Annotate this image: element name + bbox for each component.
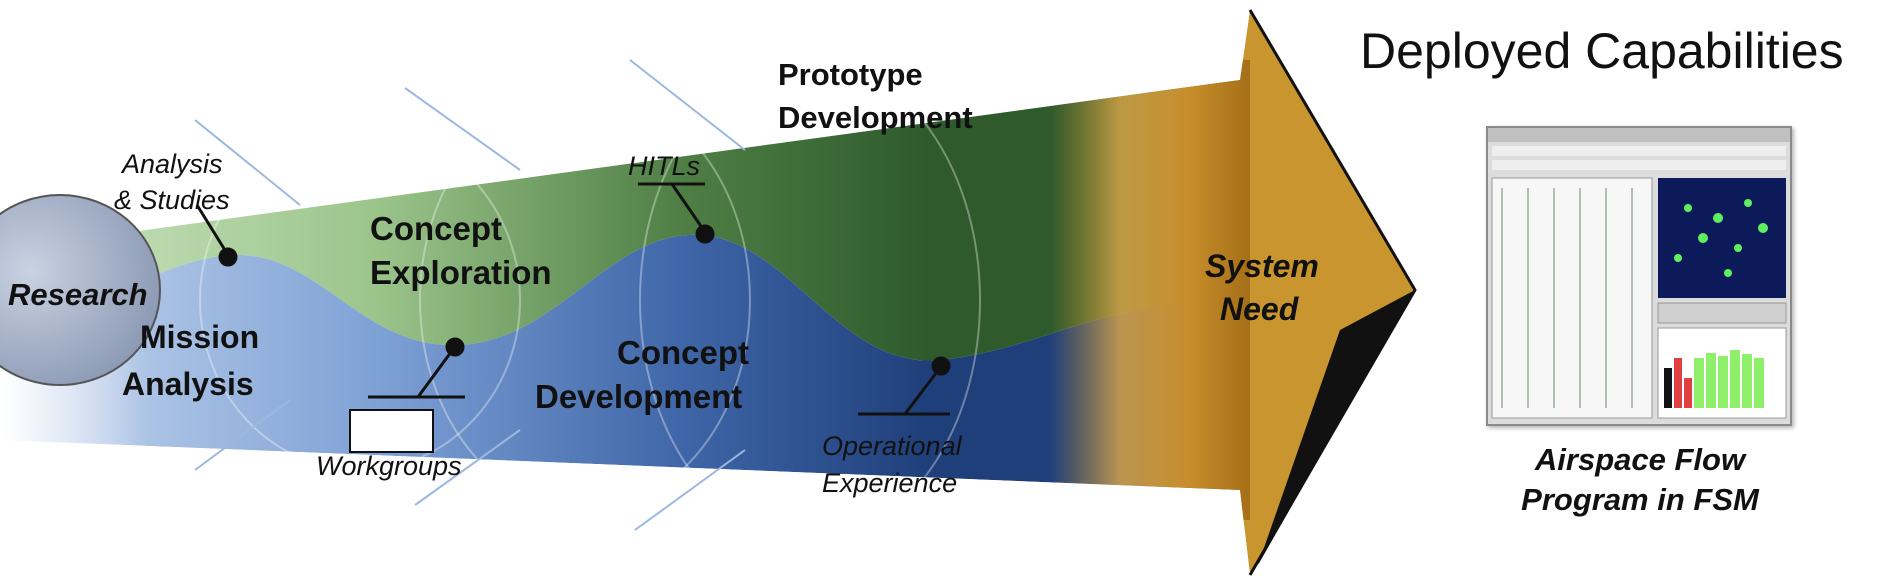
label-exploration-l1: Concept xyxy=(370,210,502,247)
label-exploration-l2: Exploration xyxy=(370,254,552,291)
label-operational-l2: Experience xyxy=(822,468,957,498)
divider-lines xyxy=(194,59,746,531)
research-oval xyxy=(0,194,161,386)
afp-caption: Airspace Flow Program in FSM xyxy=(1480,440,1800,520)
arrow-head-shadow xyxy=(1258,290,1415,565)
label-system-need-l2: Need xyxy=(1220,291,1300,327)
afp-caption-line1: Airspace Flow xyxy=(1534,442,1746,477)
phase-ellipses xyxy=(199,59,981,541)
deployed-capabilities-title: Deployed Capabilities xyxy=(1360,23,1844,79)
pin-workgroups xyxy=(445,337,465,357)
label-workgroups: Workgroups xyxy=(316,451,462,481)
label-development-l2: Development xyxy=(535,378,742,415)
label-prototype-l2: Development xyxy=(778,100,973,135)
pin-operational xyxy=(931,356,951,376)
arrow-body xyxy=(0,10,1415,575)
label-operational-l1: Operational xyxy=(822,431,963,461)
afp-caption-line2: Program in FSM xyxy=(1521,482,1759,517)
label-research: Research xyxy=(8,277,148,312)
label-mission: Mission xyxy=(140,319,259,355)
pin-hitls xyxy=(695,224,715,244)
fsm-screenshot-image xyxy=(1488,128,1790,424)
label-system-need-l1: System xyxy=(1205,248,1319,284)
label-mission-analysis: Analysis xyxy=(122,366,254,402)
label-hitls: HITLs xyxy=(628,151,700,181)
label-analysis-l1: Analysis xyxy=(120,149,223,179)
pin-analysis xyxy=(218,247,238,267)
fsm-screenshot-thumbnail xyxy=(1486,126,1792,426)
label-development-l1: Concept xyxy=(617,334,749,371)
label-analysis-l2: & Studies xyxy=(114,185,230,215)
label-prototype-l1: Prototype xyxy=(778,57,923,92)
workgroups-box xyxy=(349,409,434,453)
callout-pins xyxy=(195,182,951,416)
